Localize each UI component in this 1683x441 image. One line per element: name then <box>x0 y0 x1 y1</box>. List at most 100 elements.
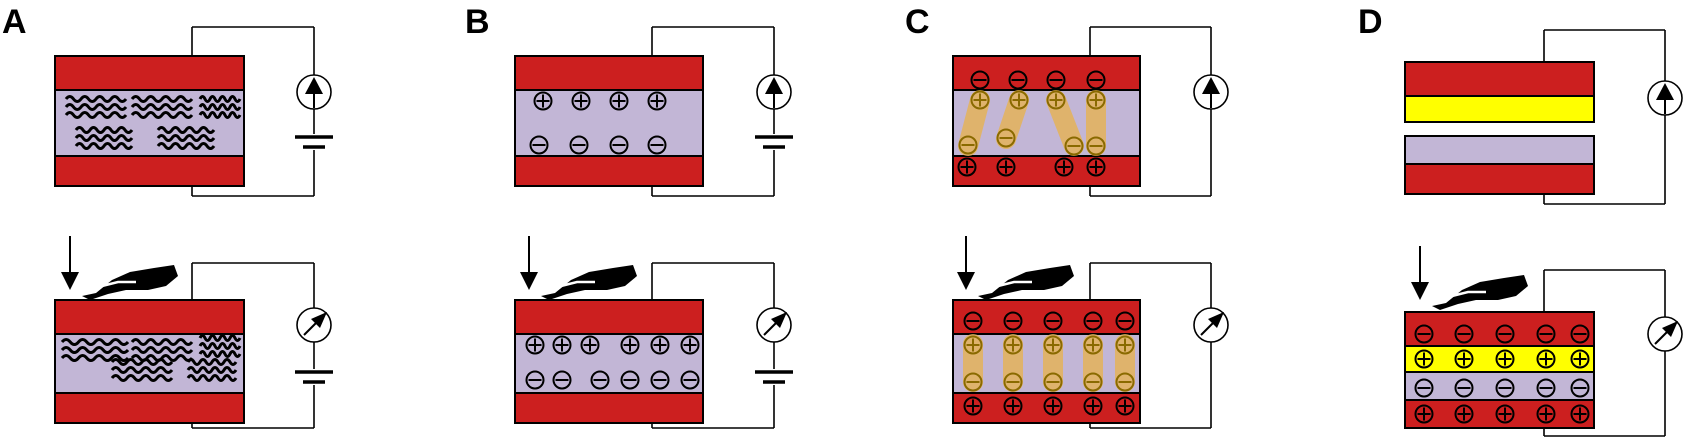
wave-line <box>74 142 134 150</box>
meter-arrowhead <box>1208 312 1224 328</box>
circuit-wire <box>1543 269 1666 437</box>
charge-circle <box>525 335 545 355</box>
wave-line <box>64 103 128 111</box>
negative-charge-icon <box>529 135 549 155</box>
negative-charge-icon <box>525 370 545 390</box>
negative-charge-icon <box>1414 378 1434 398</box>
charge-circle <box>620 335 640 355</box>
positive-charge-icon <box>525 335 545 355</box>
positive-charge-icon <box>1414 404 1434 424</box>
charge-circle <box>1454 324 1474 344</box>
positive-charge-icon <box>1570 349 1590 369</box>
charge-circle <box>970 70 990 90</box>
meter-icon <box>1647 316 1683 352</box>
negative-charge-icon <box>647 135 667 155</box>
panel-a <box>54 26 334 429</box>
wave-chain-icon <box>186 358 238 382</box>
negative-charge-icon <box>1086 136 1106 156</box>
negative-charge-icon <box>1043 372 1063 392</box>
negative-charge-icon <box>1003 311 1023 331</box>
charge-circle <box>1043 372 1063 392</box>
charge-circle <box>609 135 629 155</box>
top-electrode <box>54 55 245 91</box>
charge-circle <box>1003 396 1023 416</box>
positive-charge-icon <box>647 91 667 111</box>
charge-circle <box>1064 136 1084 156</box>
negative-charge-icon <box>958 135 978 155</box>
negative-charge-icon <box>1536 324 1556 344</box>
negative-charge-icon <box>1083 372 1103 392</box>
charge-circle <box>1046 90 1066 110</box>
hand-finger-gap <box>552 280 595 290</box>
panel-b <box>514 26 794 429</box>
wave-chain-icon <box>110 358 174 382</box>
charge-circle <box>650 370 670 390</box>
charge-circle <box>1115 335 1135 355</box>
negative-charge-icon <box>1043 311 1063 331</box>
dielectric-layer <box>514 333 704 394</box>
charge-circle <box>529 135 549 155</box>
arrow-head <box>520 272 538 290</box>
positive-charge-icon <box>1414 349 1434 369</box>
positive-charge-icon <box>963 335 983 355</box>
press-indicator <box>61 236 178 300</box>
charge-circle <box>1043 335 1063 355</box>
arrow-head <box>957 272 975 290</box>
meter-arrowhead <box>1202 77 1220 94</box>
panel-d <box>1404 29 1683 437</box>
wave-line <box>186 358 238 366</box>
negative-charge-icon <box>1064 136 1084 156</box>
negative-charge-icon <box>1414 324 1434 344</box>
charge-circle <box>963 372 983 392</box>
charge-circle <box>1115 311 1135 331</box>
charge-circle <box>1454 378 1474 398</box>
charge-circle <box>1086 90 1106 110</box>
charge-circle <box>571 91 591 111</box>
down-arrow-icon <box>1411 246 1429 300</box>
positive-charge-icon <box>1083 396 1103 416</box>
down-arrow-icon <box>61 236 79 290</box>
bottom-electrode <box>514 392 704 424</box>
wave-line <box>198 95 242 103</box>
charge-circle <box>1536 378 1556 398</box>
wave-line <box>130 95 194 103</box>
negative-charge-icon <box>1495 324 1515 344</box>
positive-charge-icon <box>1495 349 1515 369</box>
wave-line <box>130 103 194 111</box>
negative-charge-icon <box>1046 70 1066 90</box>
positive-charge-icon <box>1086 90 1106 110</box>
charge-circle <box>958 135 978 155</box>
wave-chain-icon <box>64 95 128 119</box>
negative-charge-icon <box>1454 324 1474 344</box>
charge-circle <box>1009 90 1029 110</box>
charge-circle <box>569 135 589 155</box>
positive-charge-icon <box>1495 404 1515 424</box>
arrow-head <box>61 272 79 290</box>
charge-circle <box>533 91 553 111</box>
charge-circle <box>1083 311 1103 331</box>
wave-line <box>198 342 242 350</box>
hand-finger-gap <box>1443 290 1486 300</box>
positive-charge-icon <box>571 91 591 111</box>
negative-charge-icon <box>1570 378 1590 398</box>
wave-chain-icon <box>130 95 194 119</box>
dielectric-layer <box>54 89 245 157</box>
wave-chain-icon <box>130 338 194 362</box>
charge-circle <box>1570 349 1590 369</box>
positive-charge-icon <box>680 335 700 355</box>
positive-charge-icon <box>580 335 600 355</box>
charge-circle <box>1003 311 1023 331</box>
negative-charge-icon <box>1115 311 1135 331</box>
charge-circle <box>552 370 572 390</box>
wave-line <box>74 126 134 134</box>
charge-circle <box>1083 396 1103 416</box>
panel-c-bottom <box>952 236 1229 429</box>
positive-charge-icon <box>1454 404 1474 424</box>
negative-charge-icon <box>1536 378 1556 398</box>
charge-circle <box>1454 404 1474 424</box>
positive-charge-icon <box>552 335 572 355</box>
charge-circle <box>996 128 1016 148</box>
meter-arrowhead <box>1662 321 1678 337</box>
wave-line <box>130 338 194 346</box>
top-electrode <box>514 55 704 91</box>
